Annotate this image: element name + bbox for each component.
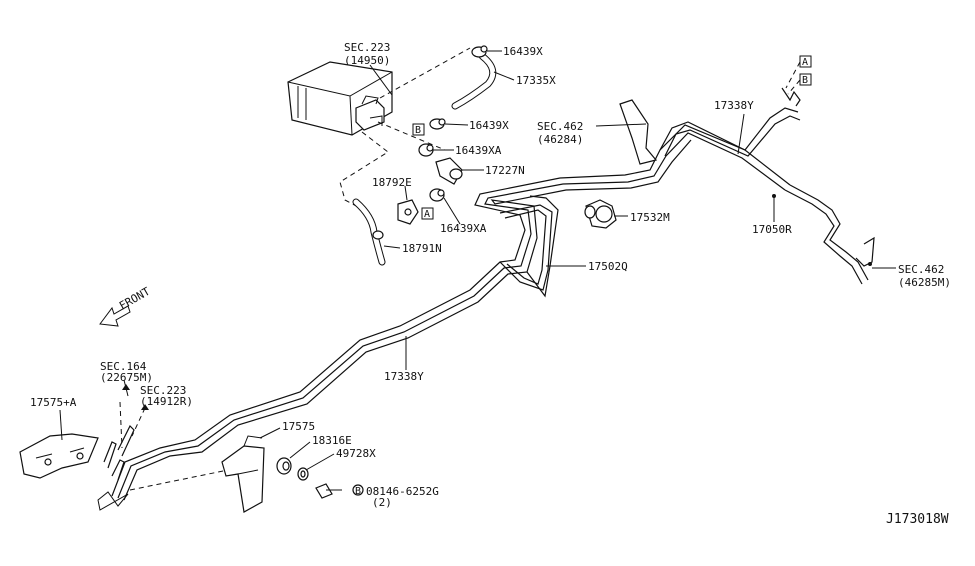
clamp-16439xa-lower	[429, 188, 445, 202]
leader-17335x	[493, 71, 515, 81]
ref-box-b-right: B	[799, 73, 812, 86]
bolt-08146	[315, 483, 342, 499]
bracket-17575-a	[19, 433, 99, 479]
label-sec164-sub: (22675M)	[100, 371, 153, 384]
label-18316e: 18316E	[312, 434, 352, 447]
label-18792e: 18792E	[372, 176, 412, 189]
diagram-id: J173018W	[886, 512, 949, 527]
svg-text:A: A	[424, 209, 430, 220]
label-18791n: 18791N	[402, 242, 442, 255]
label-bolt-qty: (2)	[372, 496, 392, 509]
ref-box-a-canister: A	[421, 207, 434, 220]
bracket-sec462-upper	[619, 99, 658, 165]
svg-text:B: B	[802, 75, 808, 86]
clip-sec462-lower	[855, 236, 875, 267]
leader-sec223-top	[369, 64, 393, 96]
label-front: FRONT	[117, 285, 153, 313]
bracket-17575	[221, 435, 265, 513]
leader-16439x-2	[444, 123, 469, 126]
clamp-16439x-upper	[471, 45, 488, 58]
label-16439x-1: 16439X	[503, 45, 543, 58]
label-16439xa-1: 16439XA	[455, 144, 502, 157]
label-sec223-bot-sub: (14912R)	[140, 395, 193, 408]
dash-canister-16439xa	[377, 121, 446, 151]
leader-49728x	[305, 453, 335, 471]
label-17227n: 17227N	[485, 164, 525, 177]
bracket-18792e	[397, 199, 419, 225]
tube-17502q	[499, 195, 559, 298]
label-17575a: 17575+A	[30, 396, 77, 409]
label-17502q: 17502Q	[588, 260, 628, 273]
label-17050r: 17050R	[752, 223, 792, 236]
label-17338y-top: 17338Y	[714, 99, 754, 112]
clips-left	[103, 424, 135, 481]
label-sec462-b: SEC.462	[898, 263, 944, 276]
joint-17227n	[435, 157, 463, 185]
label-sec164: SEC.164	[100, 360, 147, 373]
svg-text:B: B	[415, 125, 421, 136]
leader-17338y-top	[737, 113, 745, 155]
label-49728x: 49728X	[336, 447, 376, 460]
label-17532m: 17532M	[630, 211, 670, 224]
label-bolt-code: 08146-6252G	[366, 485, 439, 498]
label-sec462-a-sub: (46284)	[537, 133, 583, 146]
hose-18791n	[352, 198, 386, 266]
label-16439xa-2: 16439XA	[440, 222, 487, 235]
grommet-18316e	[276, 457, 292, 475]
label-sec223-top: SEC.223	[344, 41, 390, 54]
label-17338y-mid: 17338Y	[384, 370, 424, 383]
label-sec462-b-sub: (46285M)	[898, 276, 951, 289]
svg-text:A: A	[802, 57, 808, 68]
leader-18792e	[404, 185, 408, 201]
label-sec223-bot: SEC.223	[140, 384, 186, 397]
canister-assembly	[287, 61, 393, 136]
label-sec462-a: SEC.462	[537, 120, 583, 133]
label-16439x-2: 16439X	[469, 119, 509, 132]
clip-bottom	[97, 491, 129, 511]
dash-sec164	[119, 401, 123, 449]
ref-box-a-right: A	[799, 55, 812, 68]
filter-17532m	[584, 199, 617, 229]
leader-17575	[259, 427, 281, 439]
leader-18316e	[289, 441, 311, 459]
ref-box-b-canister: B	[412, 123, 425, 136]
label-sec223-top-sub: (14950)	[344, 54, 390, 67]
hose-17335x	[451, 52, 497, 110]
label-17575: 17575	[282, 420, 315, 433]
leader-17575a	[59, 409, 63, 441]
leader-sec462-a	[595, 123, 647, 127]
svg-text:B: B	[355, 486, 361, 497]
washer-49728x	[297, 467, 309, 481]
dash-bottom	[129, 469, 229, 491]
leader-16439xa-2	[443, 197, 461, 225]
bolt-b-icon: B	[352, 484, 364, 497]
front-arrow-icon	[99, 305, 131, 327]
dash-canister-16439x	[379, 47, 471, 99]
dash-canister-hose	[339, 131, 389, 209]
dash-sec223-bot	[131, 407, 146, 437]
leader-18791n	[383, 245, 401, 249]
clamp-16439x-lower	[429, 118, 446, 130]
dash-refs-right	[785, 61, 801, 95]
clamp-16439xa-upper	[418, 143, 434, 157]
tube-upper-right	[659, 87, 869, 285]
label-17335x: 17335X	[516, 74, 556, 87]
